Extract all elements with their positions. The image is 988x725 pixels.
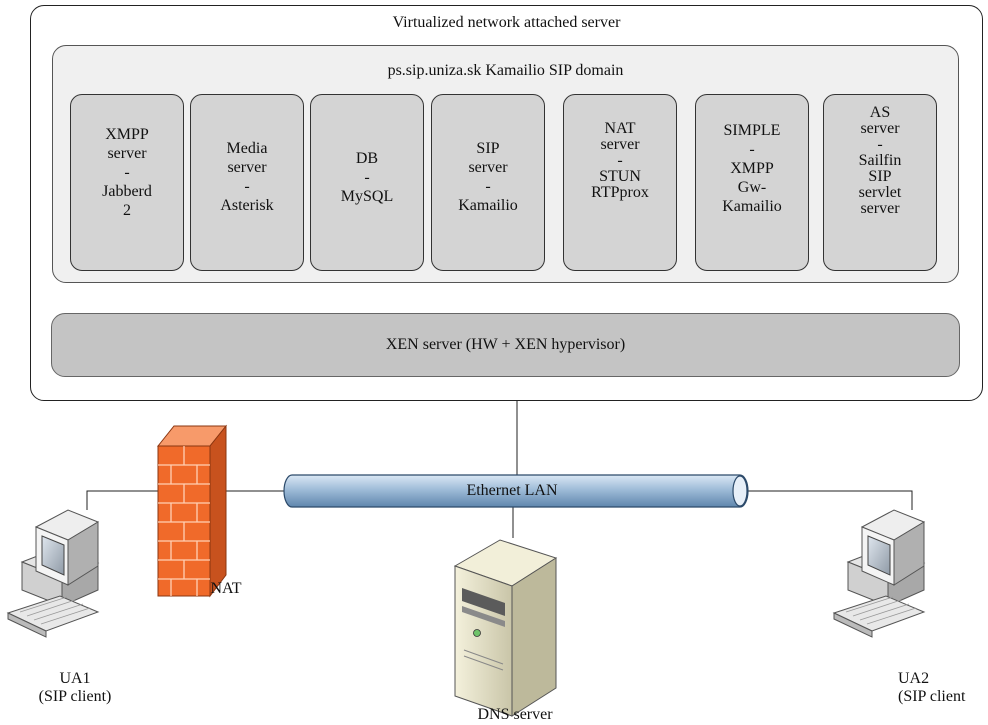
- ua1-computer-icon: [6, 509, 100, 638]
- nat-label: NAT: [210, 580, 242, 597]
- server-title: Virtualized network attached server: [392, 14, 621, 31]
- sip-domain-title: ps.sip.uniza.sk Kamailio SIP domain: [387, 62, 624, 79]
- service-label: XMPP server - Jabberd 2: [102, 126, 152, 219]
- dns-server-label: DNS server: [477, 706, 553, 723]
- service-simple-xmpp-gateway: SIMPLE - XMPP Gw- Kamailio: [695, 94, 809, 271]
- service-nat-server: NAT server - STUN RTPprox: [563, 94, 677, 271]
- ua2-computer-icon: [832, 509, 926, 638]
- ethernet-lan-label: Ethernet LAN: [466, 482, 558, 499]
- service-sip-server: SIP server - Kamailio: [431, 94, 545, 271]
- service-label: Media server - Asterisk: [220, 140, 274, 214]
- service-db: DB - MySQL: [310, 94, 424, 271]
- xen-hypervisor-bar: XEN server (HW + XEN hypervisor): [51, 313, 960, 377]
- service-label: SIP server - Kamailio: [458, 140, 518, 214]
- service-label: AS server - Sailfin SIP servlet server: [858, 104, 902, 217]
- service-media-server: Media server - Asterisk: [190, 94, 304, 271]
- ethernet-lan-pipe: [283, 474, 749, 508]
- service-as-server: AS server - Sailfin SIP servlet server: [823, 94, 937, 271]
- xen-hypervisor-label: XEN server (HW + XEN hypervisor): [385, 336, 626, 353]
- service-label: NAT server - STUN RTPprox: [591, 120, 649, 201]
- ua1-label: UA1 (SIP client): [38, 670, 112, 705]
- service-label: DB - MySQL: [340, 150, 394, 205]
- service-xmpp-server: XMPP server - Jabberd 2: [70, 94, 184, 271]
- service-label: SIMPLE - XMPP Gw- Kamailio: [722, 122, 782, 215]
- ua2-label: UA2 (SIP client: [898, 670, 966, 705]
- firewall-icon: [156, 424, 228, 598]
- dns-server-icon: [453, 539, 558, 717]
- lan-to-ua2-line: [745, 490, 913, 510]
